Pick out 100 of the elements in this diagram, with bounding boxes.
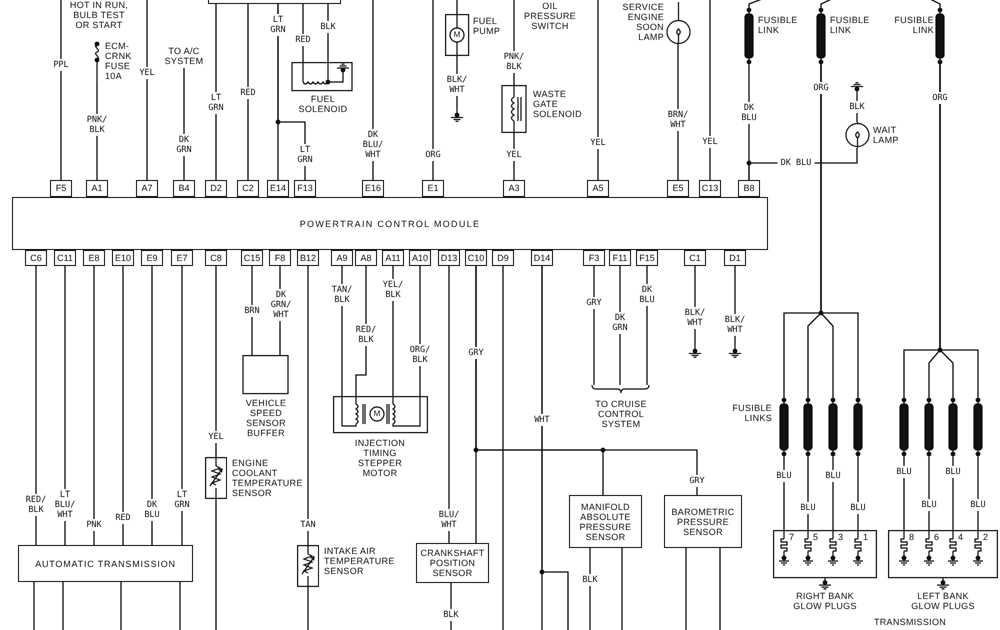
wire-color-label: BRN/WHT [668, 109, 688, 131]
wire [33, 582, 35, 630]
wire-color-label: BLU/WHT [438, 509, 460, 531]
component-label: RIGHT BANK GLOW PLUGS [792, 591, 858, 611]
wire-color-label: DK GRN [610, 312, 630, 334]
connector-pin: C1 [684, 250, 706, 266]
wire-color-label: TAN/BLK [332, 284, 352, 306]
wire-color-label: LT BLU/WHT [54, 489, 76, 521]
module-label: POWERTRAIN CONTROL MODULE [298, 218, 482, 228]
component-label: FUSIBLE LINKS [731, 403, 772, 423]
wire-color-label: YEL [136, 67, 158, 79]
wire [856, 94, 858, 122]
wire [62, 582, 64, 630]
component-label: MANIFOLD ABSOLUTE PRESSURE SENSOR [578, 502, 632, 542]
wire [419, 266, 421, 396]
wire [450, 583, 452, 630]
connector-pin: A3 [503, 180, 525, 197]
connector-pin: F11 [609, 250, 631, 266]
ground-symbol [728, 346, 742, 358]
wire-color-label: GRY [686, 475, 708, 487]
wire [734, 266, 736, 346]
connector-pin: C13 [699, 180, 721, 197]
component-label: FUEL PUMP [473, 16, 502, 36]
component-label: ECM-CRNK FUSE 10A [105, 41, 133, 81]
fusible-link-symbol [924, 398, 934, 456]
connector-pin: A7 [136, 180, 158, 197]
component-label: CRANKSHAFT POSITION SENSOR [419, 548, 486, 578]
wire [621, 548, 623, 630]
connector-pin: C6 [25, 250, 47, 266]
connector-pin: C11 [54, 250, 76, 266]
wire [60, 0, 62, 180]
connector-pin: F8 [269, 250, 291, 266]
component-label: BAROMETRIC PRESSURE SENSOR [670, 506, 736, 536]
connector-pin: D2 [205, 180, 227, 197]
wire [952, 456, 954, 531]
wire-color-label: LT GRN [268, 14, 288, 36]
component-label: VEHICLE SPEED SENSOR BUFFER [244, 398, 288, 438]
ground-symbol [688, 346, 702, 358]
wire [215, 499, 217, 630]
wire-color-label: ORG [422, 149, 444, 161]
wire-color-label: YEL [504, 149, 524, 161]
motor-letter: M [452, 30, 462, 40]
component-label: FUSIBLE LINK [893, 15, 934, 35]
connector-pin: E1 [422, 180, 444, 197]
fusible-link-symbol [899, 398, 909, 456]
wire [977, 456, 979, 531]
wire [151, 266, 153, 545]
wire-color-label: RED [238, 87, 258, 99]
wire [302, 4, 304, 62]
wire [93, 266, 95, 545]
wire-color-label: WHT [532, 414, 552, 426]
connector-pin: E7 [171, 250, 193, 266]
wire [541, 266, 569, 630]
fusible-link-symbol [828, 398, 838, 456]
wire-color-label: DK BLU [778, 158, 814, 168]
component-label: AUTOMATIC TRANSMISSION [34, 558, 177, 568]
plug-number: 2 [983, 532, 990, 542]
wire [215, 266, 217, 457]
wire-color-label: GRY [584, 297, 604, 309]
wire [783, 456, 785, 531]
wire [475, 266, 698, 495]
component-label: SERVICE ENGINE SOON LAMP [622, 2, 664, 42]
wire [146, 0, 148, 180]
fusible-link-symbol [973, 398, 983, 456]
component-label: FUEL SOLENOID [298, 94, 348, 114]
wire [341, 266, 343, 396]
wire-color-label: BLK/WHT [684, 307, 706, 329]
connector-pin: E14 [267, 180, 289, 197]
section-heading: TRANSMISSION [872, 617, 948, 627]
wire [307, 587, 309, 630]
wire [619, 266, 621, 385]
wire [820, 64, 859, 398]
connector-pin: C10 [465, 250, 487, 266]
plug-number: 1 [863, 532, 870, 542]
wire [432, 0, 434, 180]
connector-pin: D13 [438, 250, 460, 266]
wire-color-label: DK GRN [174, 134, 194, 156]
wire-color-label: ORG/BLK [410, 344, 430, 366]
wire [456, 0, 458, 14]
wire [677, 44, 679, 180]
wire-color-label: TAN [298, 519, 318, 531]
plug-number: 3 [838, 532, 844, 542]
wire-color-label: LT GRN [206, 92, 226, 114]
connector-pin: A8 [355, 250, 377, 266]
connector-pin: B12 [297, 250, 319, 266]
plug-number: 7 [789, 532, 796, 542]
connector-pin: E10 [112, 250, 134, 266]
wire [502, 266, 504, 630]
wire [832, 456, 834, 531]
component-label: INTAKE AIR TEMPERATURE SENSOR [324, 546, 392, 576]
wire [903, 456, 905, 531]
wire-color-label: DK BLU/WHT [362, 129, 384, 161]
wire [939, 64, 979, 398]
connector-pin: F5 [50, 180, 72, 197]
wire [719, 548, 721, 630]
connector-pin: E9 [141, 250, 163, 266]
component-label: FUSIBLE LINK [758, 15, 799, 35]
wire-color-label: YEL [206, 431, 226, 443]
component-box [18, 545, 193, 582]
wire [120, 582, 122, 630]
